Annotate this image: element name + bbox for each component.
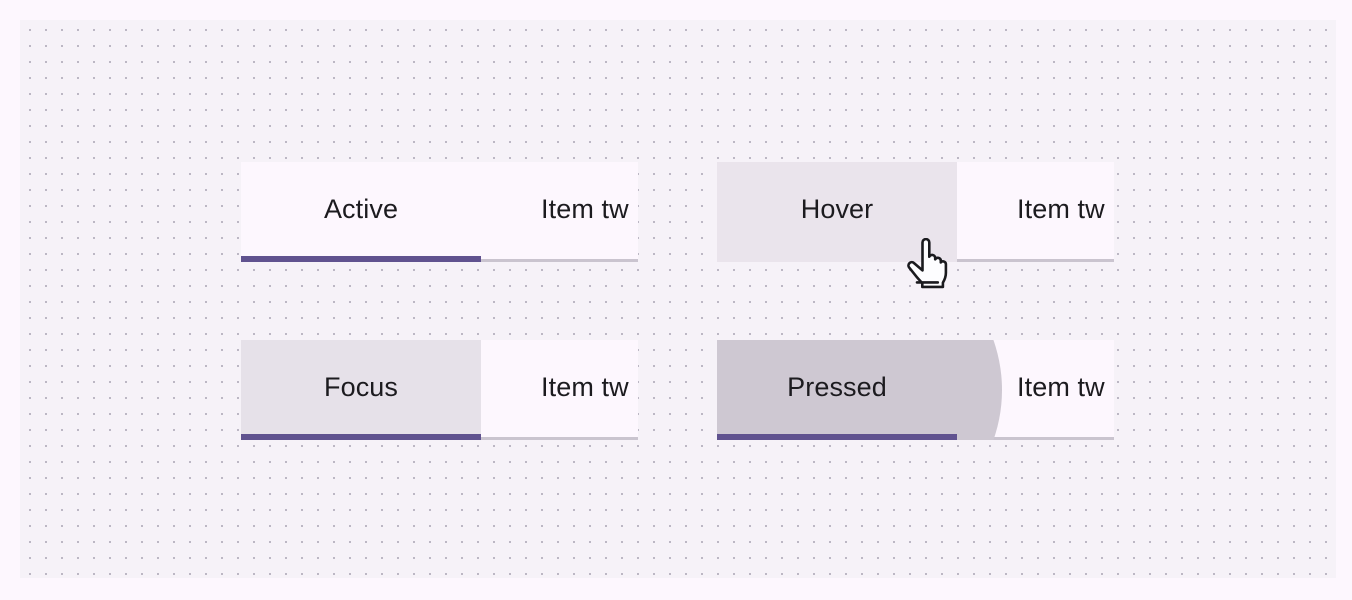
tab-selected-indicator [241,434,481,440]
tab-hover[interactable]: Hover [717,162,957,262]
tab-card-hover: Hover Item tw [717,162,1114,262]
tab-label: Pressed [787,371,887,402]
dotted-canvas-background [20,20,1336,578]
tab-label: Item tw [1017,193,1105,224]
tab-label: Item tw [541,193,629,224]
tab-item-two[interactable]: Item tw [957,340,1114,440]
tab-active[interactable]: Active [241,162,481,262]
tab-label: Item tw [541,371,629,402]
tab-selected-indicator [717,434,957,440]
tab-pressed[interactable]: Pressed [717,340,1002,440]
tab-label: Hover [800,193,874,224]
tab-item-two[interactable]: Item tw [481,340,638,440]
tab-card-pressed: Pressed Item tw [717,340,1114,440]
tab-label: Active [323,193,399,224]
tab-label: Focus [323,371,399,402]
tab-card-focus: Focus Item tw [241,340,638,440]
tab-label: Item tw [1017,371,1105,402]
ripple-overlay [717,340,1002,440]
tab-selected-indicator [241,256,481,262]
tab-card-active: Active Item tw [241,162,638,262]
tab-item-two[interactable]: Item tw [957,162,1114,262]
tab-item-two[interactable]: Item tw [481,162,638,262]
tab-focus[interactable]: Focus [241,340,481,440]
